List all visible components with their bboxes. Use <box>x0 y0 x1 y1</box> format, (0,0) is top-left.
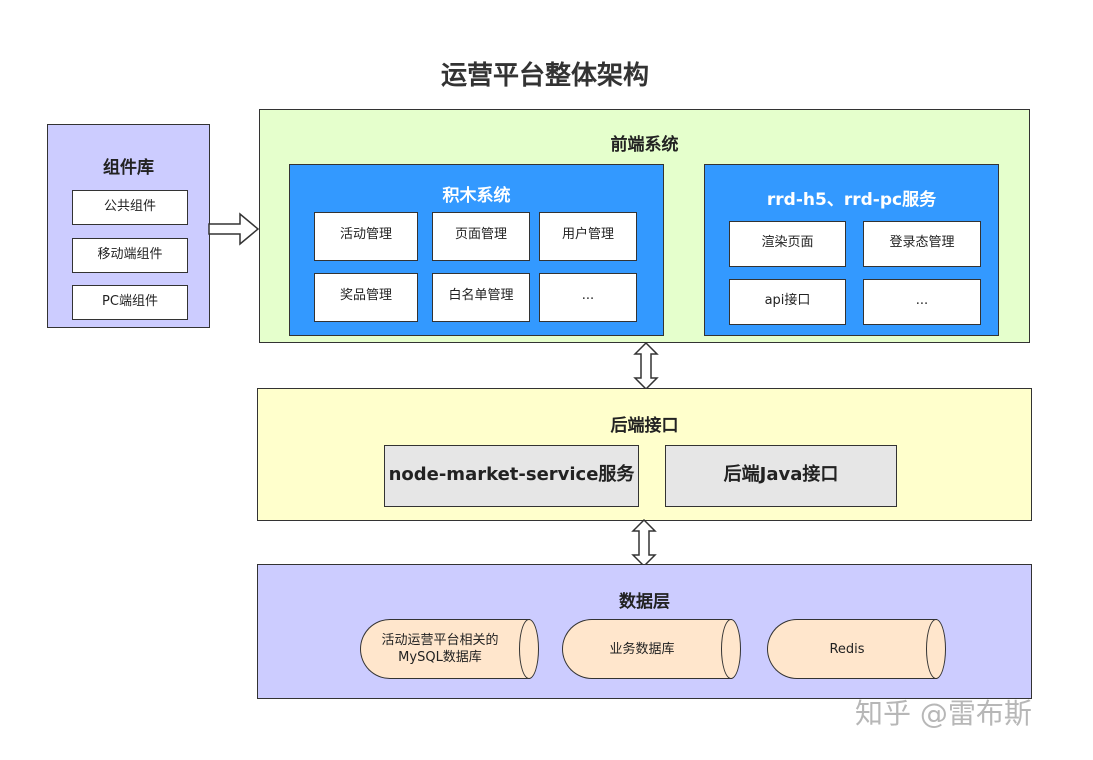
blocks-item: 白名单管理 <box>432 273 530 322</box>
data-layer-title: 数据层 <box>619 592 670 612</box>
blocks-item: 用户管理 <box>539 212 637 261</box>
data-layer-panel: 数据层 活动运营平台相关的MySQL数据库 业务数据库 Redis <box>257 564 1032 699</box>
frontend-system-panel: 前端系统 积木系统 活动管理 页面管理 用户管理 奖品管理 白名单管理 ... … <box>259 109 1030 343</box>
backend-service-box: 后端Java接口 <box>665 445 897 507</box>
double-arrow-icon <box>631 519 657 567</box>
database-cylinder: 业务数据库 <box>562 619 741 679</box>
services-item: 渲染页面 <box>729 221 846 267</box>
database-cylinder: 活动运营平台相关的MySQL数据库 <box>360 619 539 679</box>
blocks-system-panel: 积木系统 活动管理 页面管理 用户管理 奖品管理 白名单管理 ... <box>289 164 664 336</box>
backend-interface-title: 后端接口 <box>610 416 679 436</box>
component-item: PC端组件 <box>72 285 188 320</box>
component-library-title: 组件库 <box>103 158 154 178</box>
blocks-item: 奖品管理 <box>314 273 418 322</box>
database-cylinder: Redis <box>767 619 946 679</box>
database-label: 业务数据库 <box>609 641 675 657</box>
blocks-item: ... <box>539 273 637 322</box>
blocks-item: 活动管理 <box>314 212 418 261</box>
component-item: 移动端组件 <box>72 238 188 273</box>
diagram-title: 运营平台整体架构 <box>440 61 649 91</box>
right-arrow-icon <box>208 212 260 246</box>
services-panel: rrd-h5、rrd-pc服务 渲染页面 登录态管理 api接口 ... <box>704 164 999 336</box>
backend-service-box: node-market-service服务 <box>384 445 639 507</box>
services-title: rrd-h5、rrd-pc服务 <box>766 190 937 210</box>
blocks-item: 页面管理 <box>432 212 530 261</box>
backend-interface-panel: 后端接口 node-market-service服务 后端Java接口 <box>257 388 1032 521</box>
watermark: 知乎 @雷布斯 <box>855 697 1032 730</box>
database-label: 活动运营平台相关的MySQL数据库 <box>381 633 499 665</box>
component-library-panel: 组件库 公共组件 移动端组件 PC端组件 <box>47 124 210 328</box>
database-label: Redis <box>829 641 865 657</box>
component-item: 公共组件 <box>72 190 188 225</box>
services-item: api接口 <box>729 279 846 325</box>
frontend-system-title: 前端系统 <box>610 135 679 155</box>
services-item: 登录态管理 <box>863 221 981 267</box>
services-item: ... <box>863 279 981 325</box>
blocks-system-title: 积木系统 <box>442 186 511 206</box>
double-arrow-icon <box>633 342 659 390</box>
